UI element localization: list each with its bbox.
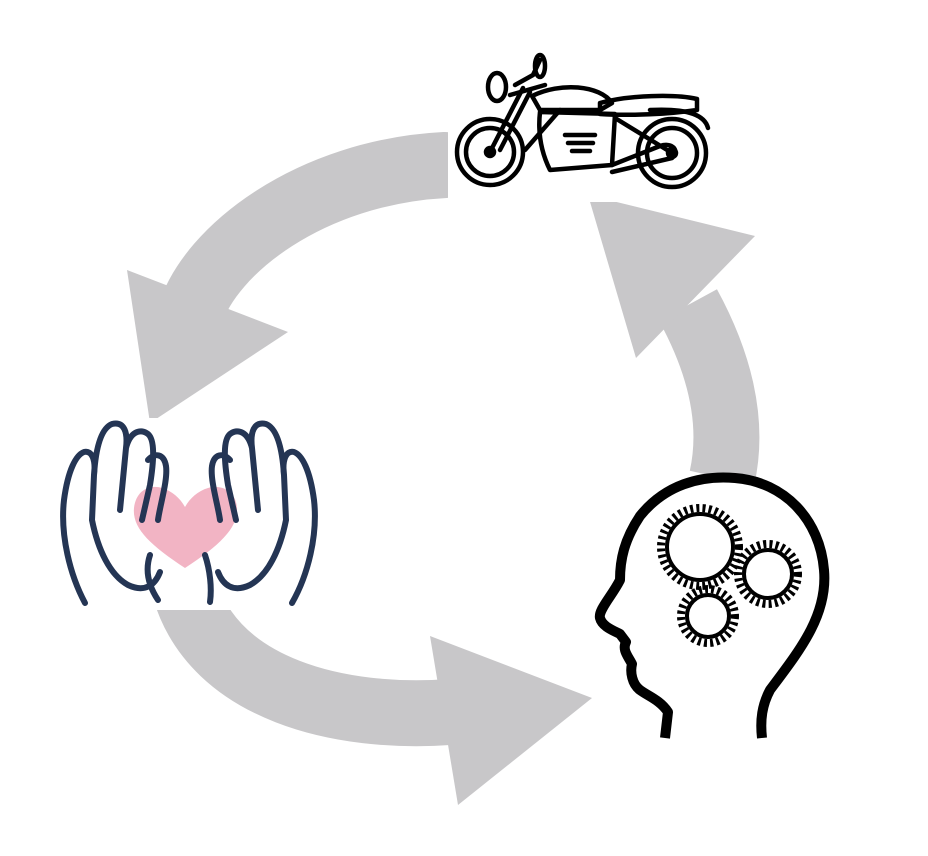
arrow-shaft	[152, 557, 483, 747]
motorcycle-icon	[448, 52, 716, 202]
gear-icon	[657, 504, 743, 590]
gear-icon	[734, 540, 802, 608]
arrow-mind-to-motorcycle	[588, 195, 760, 486]
arrow-shaft	[658, 289, 760, 486]
arrow-care-to-mind	[152, 557, 592, 805]
left-hand	[60, 420, 170, 606]
arrowhead	[430, 636, 592, 805]
arrowhead	[127, 270, 288, 423]
right-hand	[202, 420, 318, 606]
hands-holding-heart-icon	[52, 418, 330, 610]
arrow-shaft	[157, 132, 478, 348]
arrowhead	[588, 195, 755, 358]
gear-icon	[677, 585, 739, 647]
head-with-gears-icon	[594, 472, 830, 739]
arrow-motorcycle-to-care	[127, 132, 478, 423]
